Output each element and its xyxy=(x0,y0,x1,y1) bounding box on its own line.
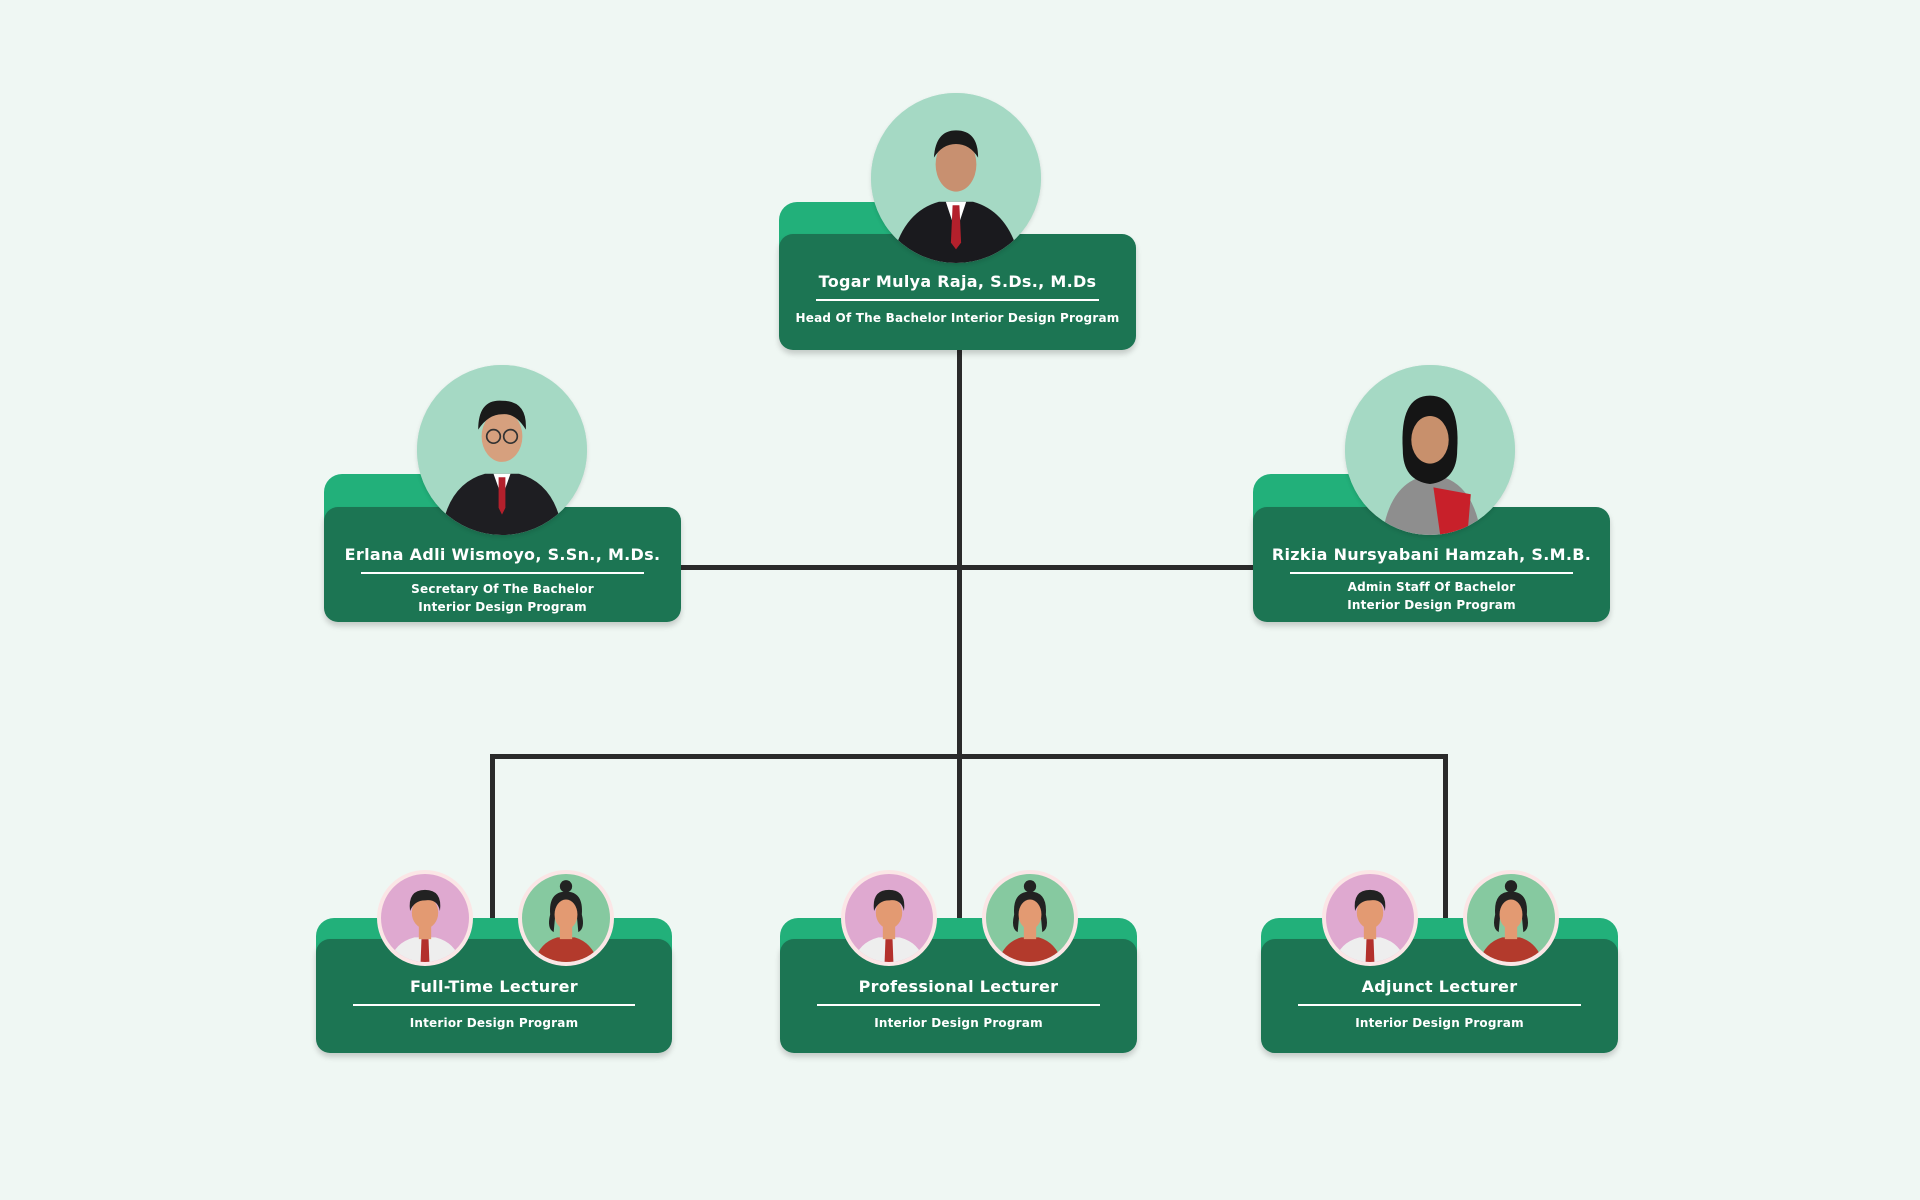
head-card: Togar Mulya Raja, S.Ds., M.Ds Head Of Th… xyxy=(779,93,1136,350)
admin-role-line1: Admin Staff Of Bachelor xyxy=(1347,580,1516,594)
admin-name: Rizkia Nursyabani Hamzah, S.M.B. xyxy=(1271,545,1592,564)
divider xyxy=(1298,1004,1581,1006)
connector-staff-horizontal xyxy=(681,565,1253,570)
head-name: Togar Mulya Raja, S.Ds., M.Ds xyxy=(818,272,1097,291)
female-avatar-icon xyxy=(982,870,1078,966)
male-avatar-icon xyxy=(377,870,473,966)
divider xyxy=(816,299,1099,301)
connector-fulltime xyxy=(490,754,495,920)
male-avatar-icon xyxy=(1322,870,1418,966)
group-subtitle: Interior Design Program xyxy=(409,1016,579,1030)
secretary-role-line1: Secretary Of The Bachelor xyxy=(411,582,594,596)
admin-photo xyxy=(1345,365,1515,535)
adjunct-lecturer-card: Adjunct Lecturer Interior Design Program xyxy=(1261,870,1618,1053)
female-avatar-icon xyxy=(1463,870,1559,966)
connector-professional xyxy=(957,754,962,920)
divider xyxy=(1290,572,1573,574)
divider xyxy=(361,572,644,574)
group-title: Professional Lecturer xyxy=(858,977,1059,996)
professional-lecturer-card: Professional Lecturer Interior Design Pr… xyxy=(780,870,1137,1053)
connector-lecturers-horizontal xyxy=(490,754,1448,759)
divider xyxy=(353,1004,635,1006)
admin-card: Rizkia Nursyabani Hamzah, S.M.B. Admin S… xyxy=(1253,365,1610,622)
secretary-card: Erlana Adli Wismoyo, S.Sn., M.Ds. Secret… xyxy=(324,365,681,622)
group-title: Full-Time Lecturer xyxy=(410,977,578,996)
head-photo xyxy=(871,93,1041,263)
connector-head-down xyxy=(957,350,962,758)
male-avatar-icon xyxy=(841,870,937,966)
head-role: Head Of The Bachelor Interior Design Pro… xyxy=(795,311,1120,325)
secretary-role-line2: Interior Design Program xyxy=(418,600,587,614)
fulltime-lecturer-card: Full-Time Lecturer Interior Design Progr… xyxy=(316,870,672,1053)
group-title: Adjunct Lecturer xyxy=(1361,977,1518,996)
secretary-photo xyxy=(417,365,587,535)
connector-adjunct xyxy=(1443,754,1448,920)
divider xyxy=(817,1004,1100,1006)
female-avatar-icon xyxy=(518,870,614,966)
secretary-name: Erlana Adli Wismoyo, S.Sn., M.Ds. xyxy=(344,545,661,564)
group-subtitle: Interior Design Program xyxy=(1355,1016,1524,1030)
admin-role-line2: Interior Design Program xyxy=(1347,598,1516,612)
group-subtitle: Interior Design Program xyxy=(874,1016,1043,1030)
